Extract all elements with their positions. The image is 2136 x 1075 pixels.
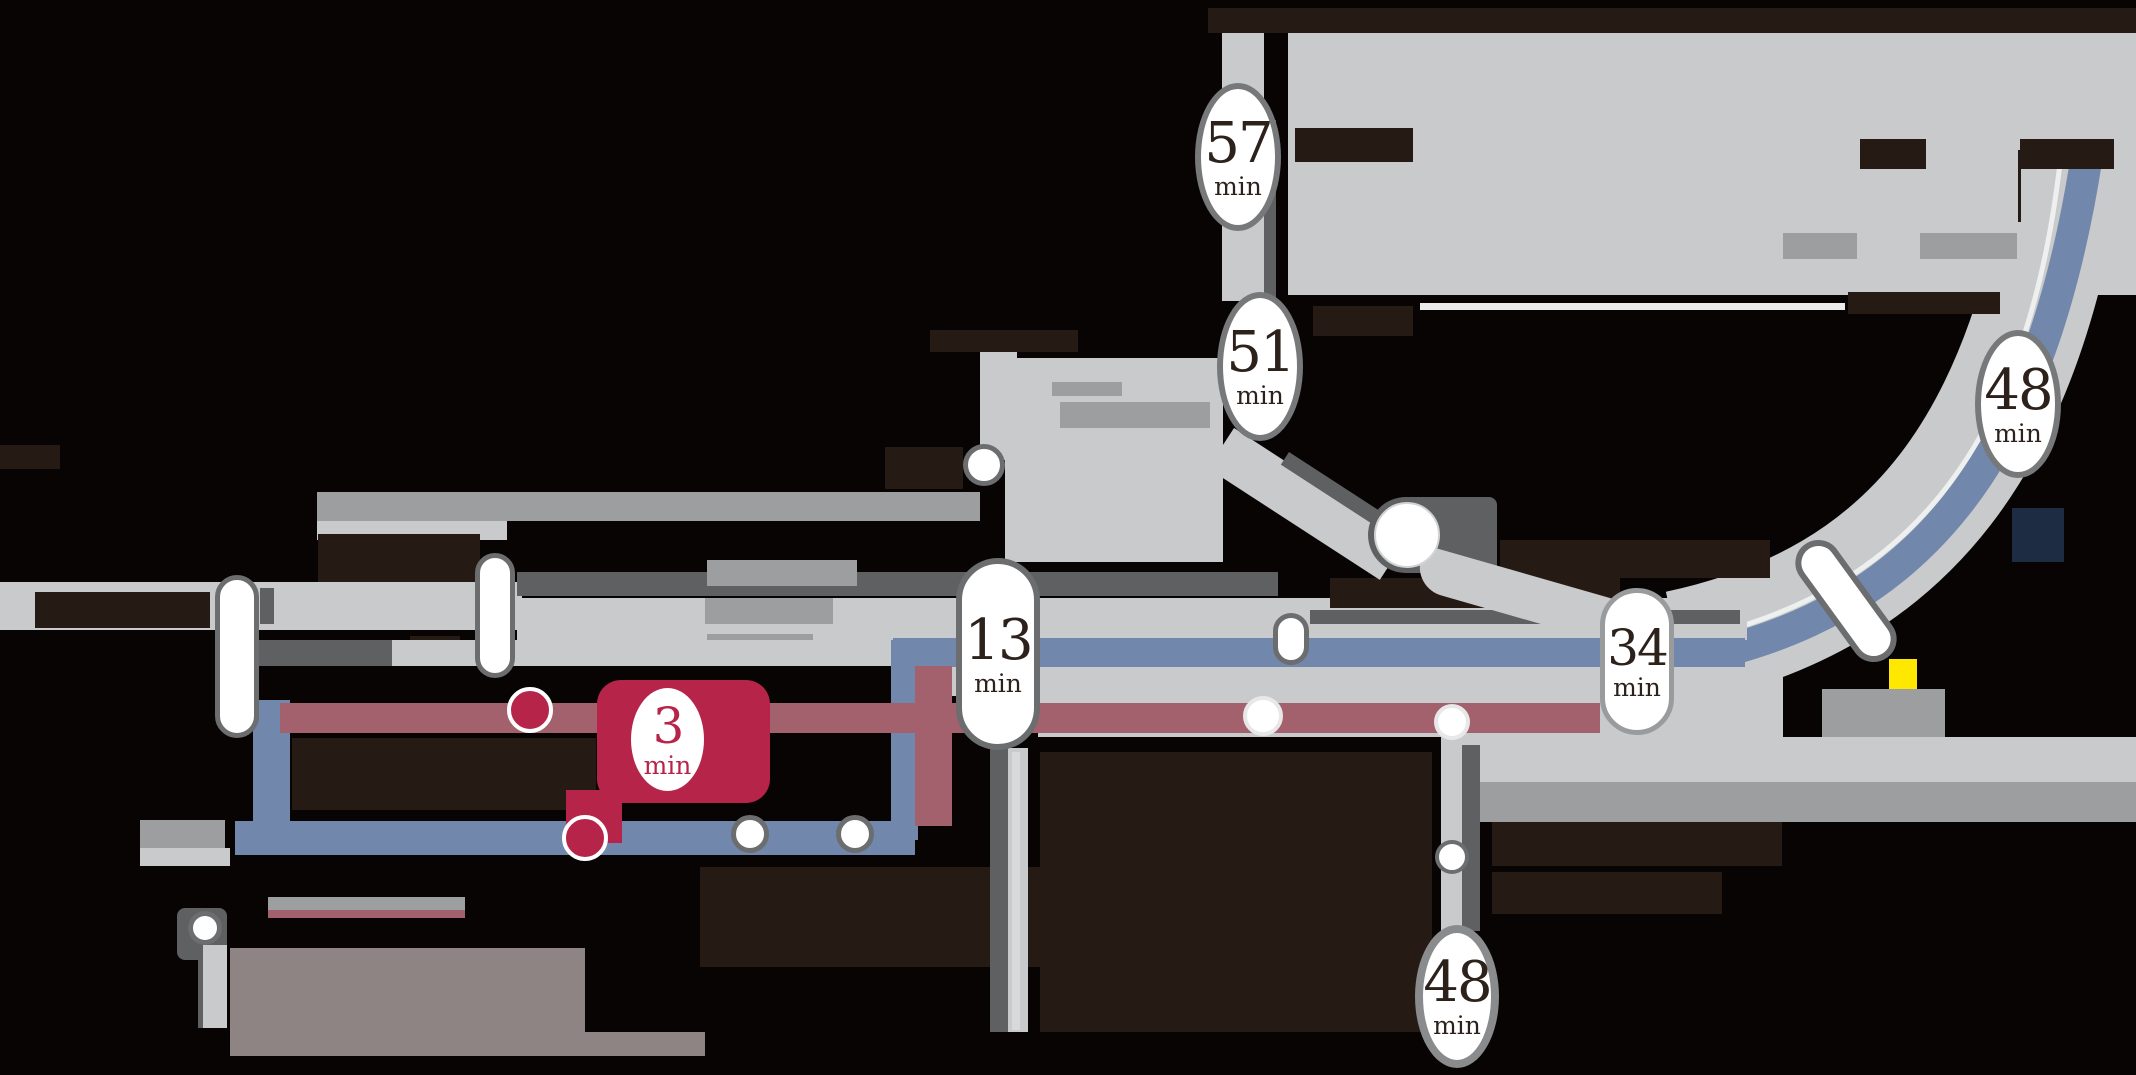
interchange-capsule [475,553,515,678]
gray-label [1060,402,1210,428]
rose-line-vertical-stub [915,666,952,826]
label-blob [1313,306,1413,336]
label-blob [1492,872,1722,914]
rose-band-sw [268,910,465,918]
time-value: 34 [1607,619,1669,677]
label-blob [1492,822,1782,866]
gray-stub-left2 [140,848,230,866]
route-south-of-13-dark [990,748,1008,1032]
label-paragraph [1040,752,1432,1032]
notes-paragraph [230,948,585,1032]
label-blob [35,592,210,628]
gray-band-sw [268,897,465,910]
hub-station-circle [1374,502,1440,568]
time-badge-34min: 34 min [1600,588,1674,735]
label-blob [1500,540,1770,578]
interchange-oval [1273,613,1309,665]
gray-label [705,598,833,624]
label-blob [930,330,1078,352]
route-south-of-13-stripe [1012,752,1020,1030]
route-stub-vertical [980,350,1017,460]
time-badge-51min: 51 min [1217,292,1303,441]
time-unit: min [1236,381,1284,410]
time-value: 51 [1226,320,1295,385]
gray-line-dark-thin [517,572,1278,596]
time-badge-48min-bottom: 48 min [1415,925,1499,1068]
yellow-landmark [1889,659,1917,689]
dark-stub-capsule1 [260,588,274,624]
time-badge-13min: 13 min [956,558,1040,750]
rose-line [280,703,1600,733]
dark-band-645 [258,640,392,666]
notes-row [230,1032,705,1056]
station-circle [963,444,1005,486]
gray-label [1920,233,2017,259]
gray-stub-left [140,820,225,848]
route-south-stub [198,945,227,1028]
title-text-row [1208,8,2136,33]
label-blob [1860,139,1926,169]
route-48-branch-light [1441,735,1462,931]
time-badge-3min: 3 min [625,682,710,797]
label-blob [2020,139,2114,169]
home-station-dot [507,687,553,733]
time-value: 3 [652,697,685,755]
time-unit: min [974,668,1022,698]
light-band-645 [392,640,893,666]
time-value: 13 [964,607,1033,673]
station-circle [836,815,874,853]
label-blob [1295,128,1413,162]
station-circle [731,815,769,853]
gray-label [1052,382,1122,396]
station-circle [1243,696,1283,736]
label-paragraph [292,738,596,810]
time-value: 48 [1984,357,2053,423]
label-blob [1848,292,2000,314]
navy-landmark [2012,508,2064,562]
gray-band-wide-bottom [1447,737,2136,782]
station-circle [188,911,222,945]
time-unit: min [1214,171,1262,201]
time-unit: min [1994,418,2042,448]
label-blob [318,534,480,582]
label-blob [0,445,60,469]
route-48-branch-shadow [1462,745,1480,931]
gray-band-upper [317,492,980,521]
gray-landmark [1822,689,1945,737]
gray-label [1783,233,1857,259]
time-badge-57min: 57 min [1195,83,1281,231]
time-badge-48min-right: 48 min [1975,330,2061,478]
time-unit: min [643,751,692,780]
time-unit: min [1433,1011,1481,1040]
label-blob [885,447,963,489]
time-unit: min [1613,673,1661,702]
gray-label [707,560,857,586]
leader-line [2018,150,2021,222]
home-station-dot [562,815,608,861]
interchange-capsule [215,575,259,738]
blue-line-corner [891,640,918,840]
station-circle [1434,704,1470,740]
time-value: 57 [1204,110,1273,176]
gray-band-medium-bottom [1468,782,2136,822]
station-circle [1435,840,1469,874]
blue-line-curve [1665,132,2127,700]
time-value: 48 [1423,950,1492,1015]
thin-white-road [1420,303,1845,310]
